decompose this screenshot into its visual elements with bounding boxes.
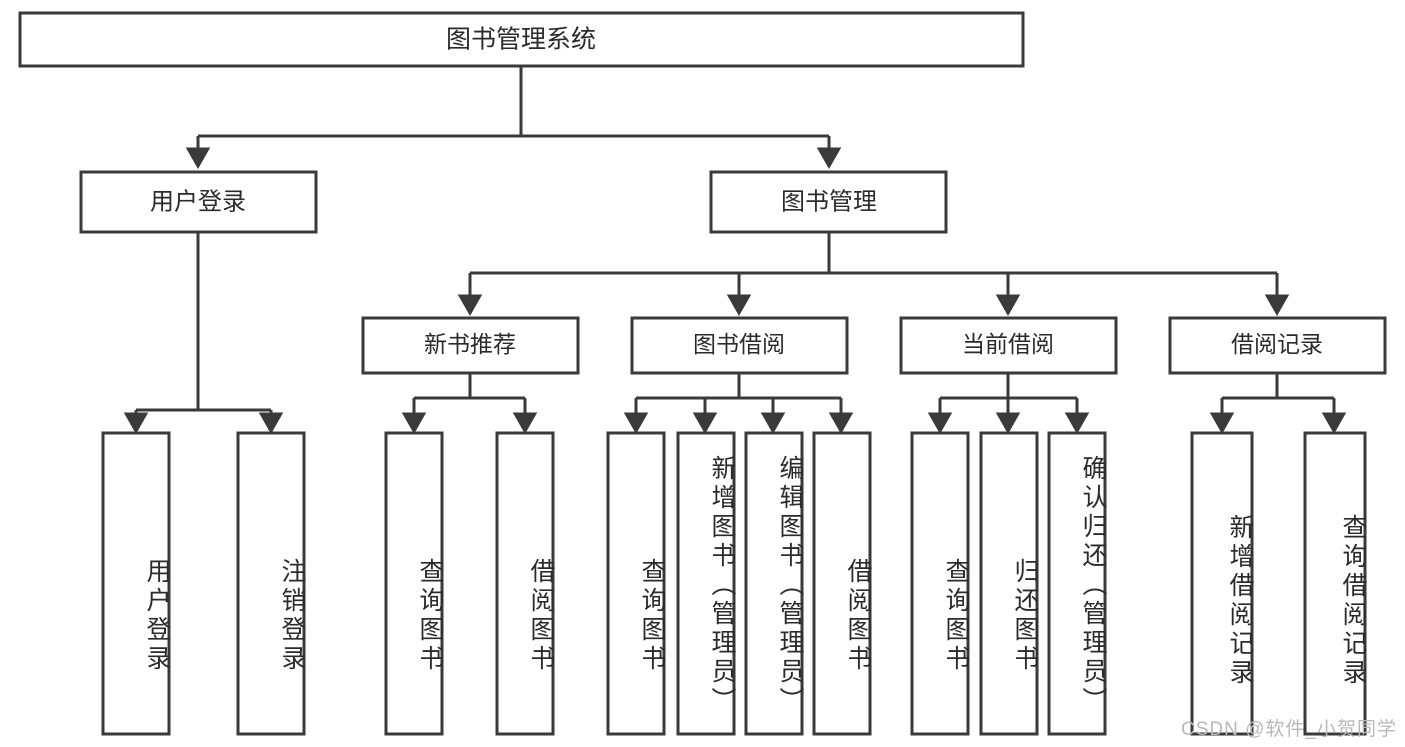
leaf-box-layer (101, 431, 1367, 736)
node-root-label: 图书管理系统 (446, 26, 596, 54)
node-current-borrow-label: 当前借阅 (962, 331, 1054, 357)
connector-layer (123, 66, 1347, 435)
leaf-box-book-borrow-4[interactable] (812, 431, 872, 736)
node-current-borrow[interactable]: 当前借阅 (899, 316, 1118, 375)
leaf-box-current-borrow-3[interactable] (1047, 431, 1107, 736)
node-borrow-record[interactable]: 借阅记录 (1168, 316, 1387, 375)
leaf-box-current-borrow-1[interactable] (910, 431, 970, 736)
node-new-book-recommend-label: 新书推荐 (424, 331, 516, 357)
leaf-box-user-login-1[interactable] (101, 431, 171, 736)
node-book-borrow[interactable]: 图书借阅 (630, 316, 849, 375)
node-root[interactable]: 图书管理系统 (18, 11, 1025, 68)
node-user-login-label: 用户登录 (150, 188, 246, 215)
node-borrow-record-box[interactable] (1168, 316, 1387, 375)
node-root-box[interactable] (18, 11, 1025, 68)
node-new-book-recommend[interactable]: 新书推荐 (361, 316, 580, 375)
leaf-box-borrow-record-1[interactable] (1190, 431, 1254, 736)
leaf-box-book-borrow-2[interactable] (676, 431, 736, 736)
node-user-login[interactable]: 用户登录 (79, 170, 318, 234)
leaf-box-new-book-2[interactable] (495, 431, 555, 736)
node-book-manage-box[interactable] (709, 170, 948, 234)
leaf-box-book-borrow-3[interactable] (744, 431, 804, 736)
leaf-box-current-borrow-2[interactable] (979, 431, 1039, 736)
node-book-borrow-label: 图书借阅 (693, 331, 785, 357)
leaf-box-book-borrow-1[interactable] (606, 431, 666, 736)
leaf-box-new-book-1[interactable] (384, 431, 444, 736)
node-book-borrow-box[interactable] (630, 316, 849, 375)
leaf-box-borrow-record-2[interactable] (1303, 431, 1367, 736)
node-borrow-record-label: 借阅记录 (1231, 331, 1323, 357)
node-new-book-recommend-box[interactable] (361, 316, 580, 375)
node-current-borrow-box[interactable] (899, 316, 1118, 375)
node-user-login-box[interactable] (79, 170, 318, 234)
csdn-watermark: CSDN @软件_小贺同学 (1181, 719, 1397, 740)
leaf-box-user-login-2[interactable] (236, 431, 306, 736)
node-book-manage[interactable]: 图书管理 (709, 170, 948, 234)
node-book-manage-label: 图书管理 (781, 188, 877, 215)
